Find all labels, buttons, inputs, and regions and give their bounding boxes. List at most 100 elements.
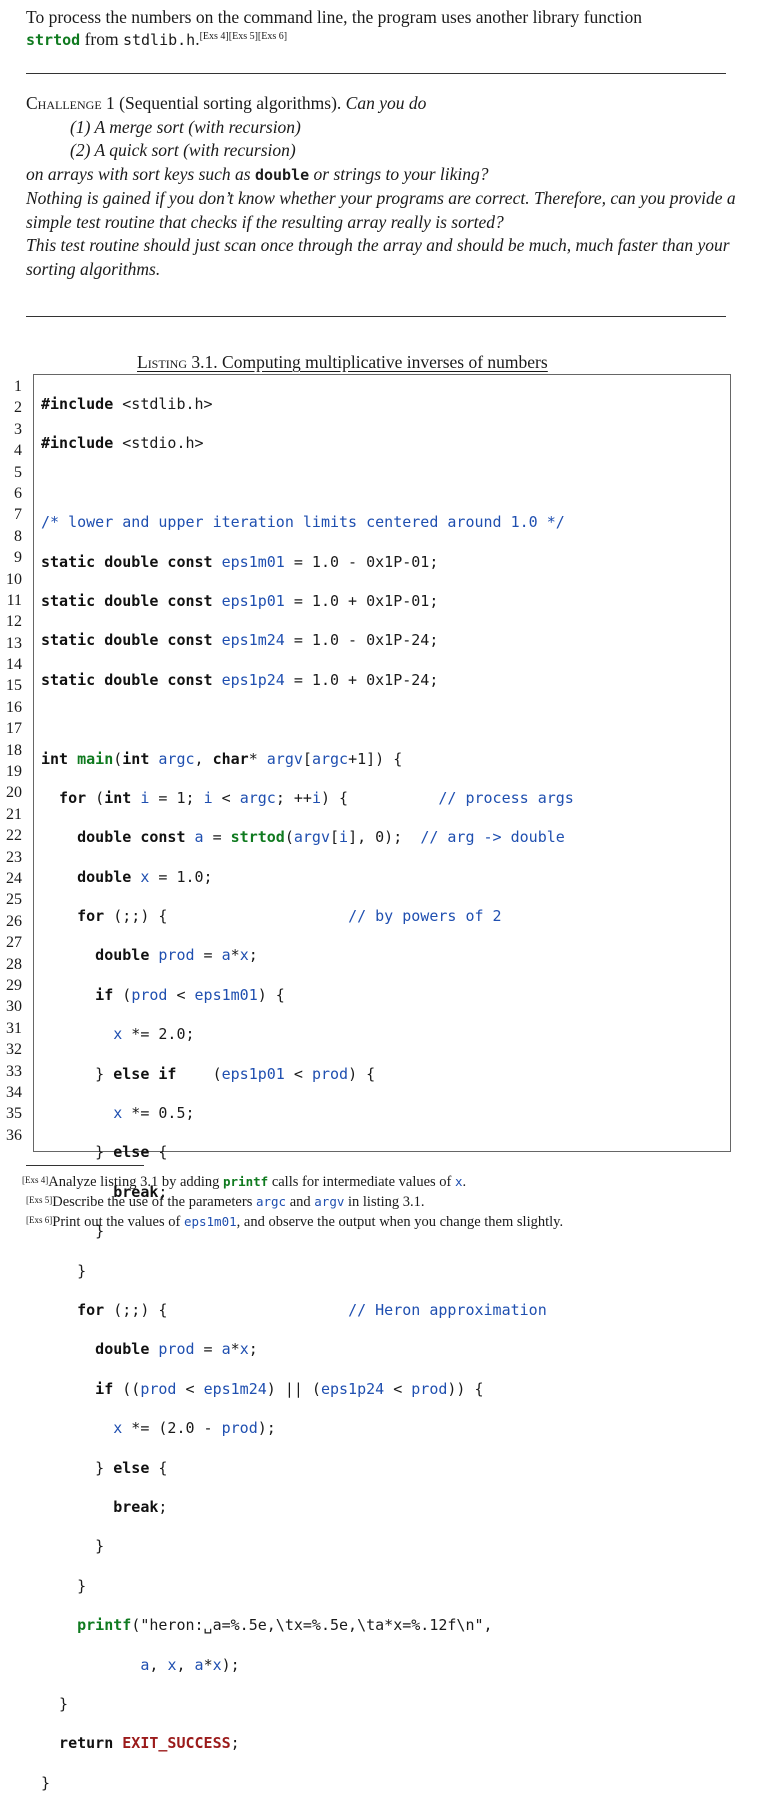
footnote-text: , and observe the output when you change… <box>236 1214 564 1230</box>
challenge-para3: This test routine should just scan once … <box>26 235 730 279</box>
code-token: static double const <box>41 670 213 689</box>
code-token: argc <box>158 749 195 768</box>
listing-label: Listing 3.1. <box>137 352 218 372</box>
code-token: ( <box>86 788 105 807</box>
code-token: prod <box>411 1379 448 1398</box>
code-token: } <box>41 1261 87 1280</box>
code-line: if (prod < eps1m01) { <box>41 985 574 1006</box>
code-token: , <box>176 1655 195 1674</box>
code-line: x *= (2.0 - prod); <box>41 1418 574 1439</box>
code-token: ( <box>284 828 294 847</box>
code-token: (;;) { <box>104 1300 168 1319</box>
line-number: 4 <box>14 442 22 460</box>
code-line: static double const eps1m24 = 1.0 - 0x1P… <box>41 630 574 651</box>
code-token: return <box>41 1734 114 1753</box>
intro-text: To process the numbers on the command li… <box>26 7 642 27</box>
line-number: 18 <box>6 741 22 759</box>
challenge-line3-post: or strings to your liking? <box>309 163 489 184</box>
code-token: else if <box>113 1064 177 1083</box>
line-number: 26 <box>6 912 22 930</box>
code-token: (;;) { <box>104 907 168 926</box>
code-token: int <box>104 788 132 807</box>
footnote-text: . <box>462 1174 467 1190</box>
code-line: break; <box>41 1497 574 1518</box>
footnote-code: argv <box>314 1194 345 1209</box>
line-number: 22 <box>6 827 22 845</box>
code-line: } <box>41 1221 574 1242</box>
code-line: } <box>41 1536 574 1557</box>
code-token: int <box>41 749 69 768</box>
code-token: *= (2.0 - <box>122 1419 222 1438</box>
code-token: eps1p01 <box>221 1064 285 1083</box>
line-number: 36 <box>6 1126 22 1144</box>
challenge-title: (Sequential sorting algorithms). <box>114 93 346 113</box>
line-number: 2 <box>14 399 22 417</box>
code-token: ; <box>158 1497 168 1516</box>
footnote-text: calls for intermediate values of <box>268 1174 456 1190</box>
code-token: eps1p24 <box>221 670 285 689</box>
listing-title: Computing multiplicative inverses of num… <box>217 352 548 372</box>
line-number: 24 <box>6 869 22 887</box>
code-line: for (;;) { // Heron approximation <box>41 1300 574 1321</box>
code-token: } <box>41 1694 69 1713</box>
line-number: 27 <box>6 934 22 952</box>
line-number: 34 <box>6 1083 22 1101</box>
line-number: 7 <box>14 506 22 524</box>
code-token: argc <box>311 749 349 768</box>
code-token: ; <box>230 1734 240 1753</box>
code-token: } <box>41 1773 51 1792</box>
line-number: 3 <box>14 420 22 438</box>
intro-mid: from <box>80 29 123 49</box>
code-token: } <box>41 1222 105 1241</box>
code-token: *= 0.5; <box>122 1104 195 1123</box>
code-token: x <box>41 1104 123 1123</box>
line-number: 20 <box>6 784 22 802</box>
line-number: 30 <box>6 998 22 1016</box>
code-token: eps1m01 <box>194 985 258 1004</box>
code-token: prod <box>131 985 168 1004</box>
code-token: a <box>221 946 231 965</box>
code-line: int main(int argc, char* argv[argc+1]) { <box>41 749 574 770</box>
code-token: char <box>212 749 249 768</box>
code-line: } <box>41 1773 574 1794</box>
footnote-ref: [Exs 5] <box>26 1195 53 1205</box>
code-token: < <box>167 985 195 1004</box>
code-token: argv <box>293 828 330 847</box>
code-comment: // process args <box>438 788 574 807</box>
code-line: #include <stdio.h> <box>41 433 574 454</box>
code-token: } <box>41 1537 105 1556</box>
code-token: x <box>131 867 150 886</box>
code-token: <stdio.h> <box>113 434 204 453</box>
code-token: ( <box>113 985 132 1004</box>
code-token: * <box>230 946 240 965</box>
footnote-text: and <box>286 1194 315 1210</box>
code-token: double <box>41 867 132 886</box>
code-line: } else { <box>41 1142 574 1163</box>
code-token: < <box>384 1379 412 1398</box>
code-line: } <box>41 1576 574 1597</box>
code-token: ("heron:␣a=%.5e,\tx=%.5e,\ta*x=%.12f\n", <box>131 1616 493 1635</box>
line-number: 10 <box>6 570 22 588</box>
code-token: a <box>185 828 204 847</box>
code-line <box>41 473 574 494</box>
code-token: for <box>41 907 105 926</box>
code-token: prod <box>311 1064 349 1083</box>
code-line: } <box>41 1694 574 1715</box>
code-token: static double const <box>41 591 213 610</box>
line-number: 9 <box>14 549 22 567</box>
code-token: , <box>149 1655 168 1674</box>
code-comment: // arg -> double <box>420 828 565 847</box>
code-token: ; <box>158 1182 168 1201</box>
code-line <box>41 709 574 730</box>
code-token: = 1.0; <box>149 867 213 886</box>
challenge-line3-code: double <box>254 165 310 184</box>
line-number: 32 <box>6 1041 22 1059</box>
code-token: = 1; <box>149 788 204 807</box>
code-token: for <box>41 1300 105 1319</box>
code-token: double <box>41 946 150 965</box>
code-token: prod <box>140 1379 177 1398</box>
line-number: 12 <box>6 613 22 631</box>
code-line: /* lower and upper iteration limits cent… <box>41 512 574 533</box>
code-line: } else { <box>41 1458 574 1479</box>
